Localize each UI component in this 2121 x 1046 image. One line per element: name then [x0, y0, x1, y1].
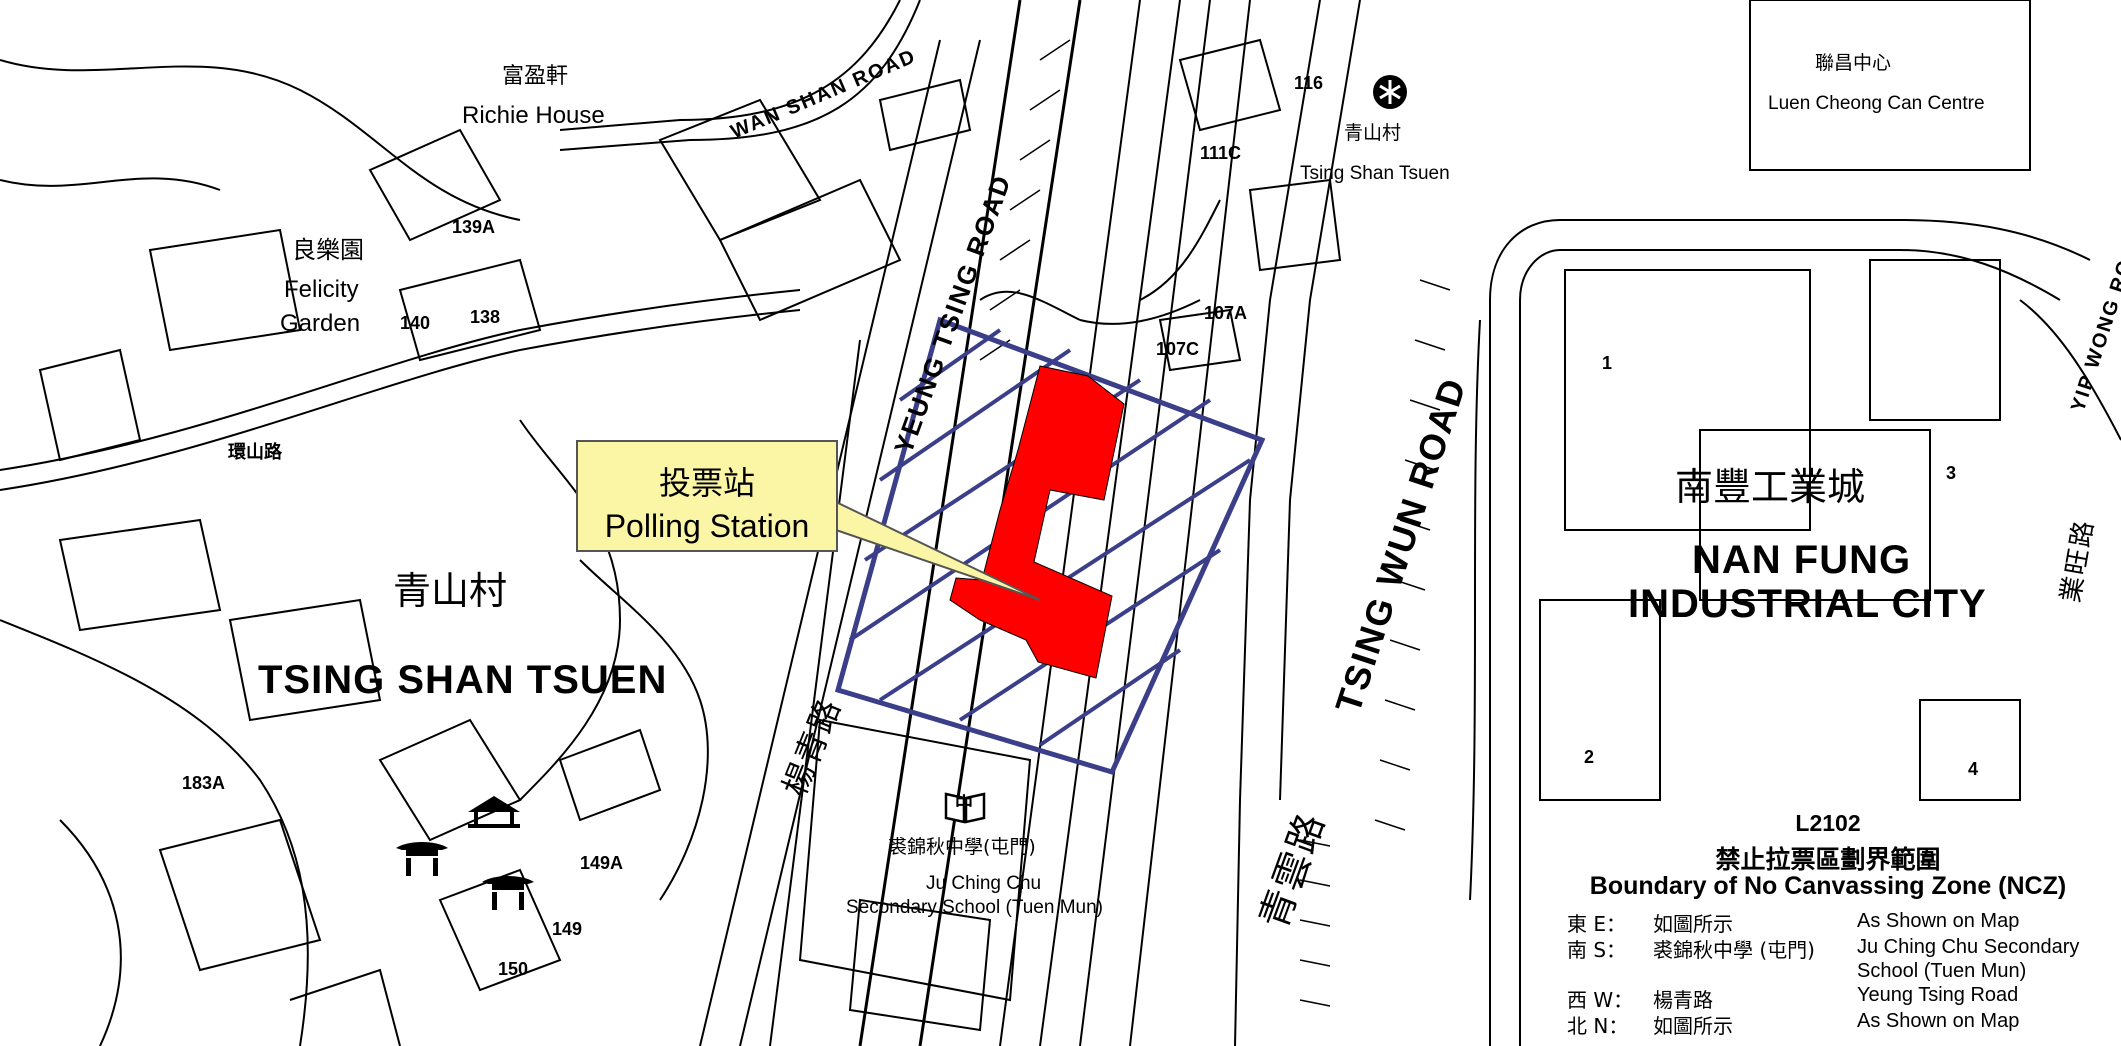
felicity-garden-cn: 良樂園 — [292, 236, 364, 264]
legend-en-south-cont: School (Tuen Mun) — [1857, 960, 2027, 982]
luen-cheong-en: Luen Cheong Can Centre — [1768, 93, 1985, 114]
lot-number: 107A — [1204, 303, 1248, 323]
lot-number: 139A — [452, 217, 496, 237]
legend-en-north: As Shown on Map — [1857, 1010, 2020, 1032]
legend-cn-south: 裘錦秋中學 (屯門) — [1653, 938, 1815, 962]
school-en2: Secondary School (Tuen Mun) — [846, 897, 1103, 918]
legend-title-cn: 禁止拉票區劃界範圍 — [1715, 845, 1941, 874]
wan-shan-road-cn-label: 環山路 — [228, 442, 282, 463]
legend-cn-west: 楊青路 — [1653, 988, 1713, 1012]
tsing-shan-tsuen-station-cn: 青山村 — [1344, 122, 1402, 144]
nan-fung-area-cn: 南豐工業城 — [1675, 465, 1866, 509]
nan-fung-area-en2: INDUSTRIAL CITY — [1628, 582, 1987, 626]
lot-number: 183A — [182, 773, 226, 793]
lot-number: 140 — [400, 313, 431, 333]
legend-en-west: Yeung Tsing Road — [1857, 984, 2019, 1006]
lot-number: 107C — [1156, 339, 1200, 359]
felicity-garden-en2: Garden — [280, 310, 361, 337]
luen-cheong-cn: 聯昌中心 — [1815, 52, 1892, 74]
school-icon-char: 中 — [955, 794, 973, 815]
felicity-garden-en1: Felicity — [284, 276, 359, 303]
lot-number: 1 — [1602, 353, 1613, 373]
polling-station-callout: 投票站 Polling Station — [576, 440, 838, 552]
legend-code: L2102 — [1795, 810, 1861, 836]
lot-number: 149A — [580, 853, 624, 873]
mtr-station-icon — [1372, 74, 1408, 115]
pavilion-icon — [466, 794, 522, 835]
lot-number: 2 — [1584, 747, 1595, 767]
tsing-shan-tsuen-station-en: Tsing Shan Tsuen — [1300, 163, 1450, 184]
school-en1: Ju Ching Chu — [926, 873, 1042, 894]
richie-house-en: Richie House — [462, 102, 605, 129]
legend-dir-north: 北 N： — [1567, 1014, 1629, 1038]
tsing-shan-area-en: TSING SHAN TSUEN — [258, 658, 668, 702]
legend-cn-north: 如圖所示 — [1653, 1014, 1733, 1038]
lot-number: 150 — [498, 959, 529, 979]
temple-icon — [480, 872, 536, 917]
tsing-shan-area-cn: 青山村 — [393, 569, 508, 613]
temple-icon — [394, 838, 450, 883]
richie-house-cn: 富盈軒 — [502, 64, 569, 89]
callout-en: Polling Station — [604, 508, 810, 544]
school-cn: 裘錦秋中學(屯門) — [888, 836, 1036, 858]
legend-dir-west: 西 W： — [1567, 988, 1634, 1012]
ncz-legend: L2102 禁止拉票區劃界範圍 Boundary of No Canvassin… — [1535, 808, 2121, 1046]
lot-number: 116 — [1294, 73, 1324, 93]
legend-title-en: Boundary of No Canvassing Zone (NCZ) — [1589, 872, 2067, 900]
legend-en-east: As Shown on Map — [1857, 910, 2020, 932]
legend-en-south: Ju Ching Chu Secondary — [1857, 936, 2080, 958]
lot-number: 138 — [470, 307, 501, 327]
lot-number: 149 — [552, 919, 583, 939]
legend-dir-east: 東 E： — [1567, 912, 1626, 936]
school-book-icon: 中 — [944, 790, 986, 829]
nan-fung-area-en1: NAN FUNG — [1692, 538, 1912, 582]
legend-dir-south: 南 S： — [1567, 938, 1627, 962]
lot-number: 3 — [1946, 463, 1957, 483]
lot-number: 111C — [1200, 143, 1242, 163]
legend-cn-east: 如圖所示 — [1653, 912, 1733, 936]
callout-cn: 投票站 — [658, 464, 755, 502]
lot-number: 4 — [1968, 759, 1979, 779]
